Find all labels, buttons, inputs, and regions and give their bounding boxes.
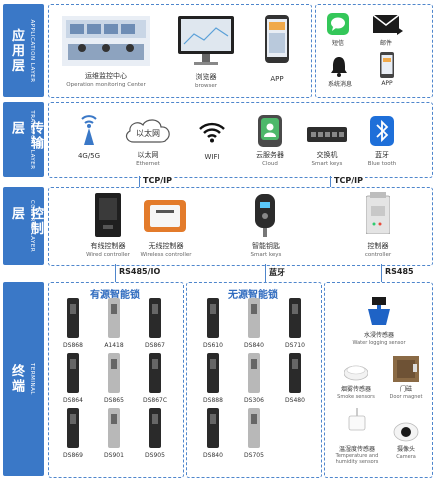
lock-model-label: DS306 <box>244 397 264 404</box>
ethernet-cloud-text: 以太网 <box>136 128 160 138</box>
lock-image <box>248 353 260 393</box>
connector-line-rs485io <box>115 264 116 282</box>
transport-layer-label: 传输层 TRANSPORT LAYER <box>3 102 44 177</box>
operation-center-image <box>62 16 150 66</box>
lock-model-label: DS864 <box>63 397 83 404</box>
browser-label: 浏览器 browser <box>194 73 217 89</box>
passive-locks-title: 无源智能锁 <box>228 290 278 301</box>
rs485-connector: RS485 <box>383 267 416 276</box>
connector-line-rs485 <box>381 264 382 282</box>
lock-model-label: DS480 <box>285 397 305 404</box>
lock-model-label: DS905 <box>145 452 165 459</box>
smart-key-image <box>255 194 275 237</box>
system-message-label: 系统消息 <box>327 81 352 88</box>
lock-image <box>108 298 120 338</box>
door-magnet-label: 门磁 Door magnet <box>389 386 423 400</box>
lock-image <box>108 408 120 448</box>
lock-image <box>289 353 301 393</box>
mail-label: 邮件 <box>379 40 392 47</box>
smoke-sensor-image <box>344 365 368 381</box>
sms-icon <box>327 13 349 35</box>
lock-model-label: DS868 <box>63 342 83 349</box>
control-layer-label: 控制层 CONTROL LAYER <box>3 187 44 265</box>
lock-image <box>67 408 79 448</box>
wireless-controller-label: 无线控制器 Wireless controller <box>140 242 192 258</box>
water-sensor-image <box>368 297 390 325</box>
bluetooth-label: 蓝牙 Blue tooth <box>367 151 397 167</box>
rs485-io-connector: RS485/IO <box>117 267 163 276</box>
lock-model-label: A1418 <box>104 342 124 349</box>
camera-image <box>393 422 419 442</box>
lock-model-label: DS840 <box>244 342 264 349</box>
mail-icon <box>373 14 403 35</box>
tcp-ip-connector-2: TCP/IP <box>332 176 365 185</box>
lock-model-label: DS869 <box>63 452 83 459</box>
switch-label: 交换机 Smart keys <box>311 151 343 167</box>
ethernet-cloud-icon: 以太网 <box>125 119 170 143</box>
bluetooth-connector: 蓝牙 <box>267 267 287 278</box>
lock-image <box>67 298 79 338</box>
bell-icon <box>331 57 347 77</box>
lock-image <box>149 353 161 393</box>
cloud-server-label: 云服务器 Cloud <box>256 151 284 167</box>
lock-image <box>207 353 219 393</box>
connector-line-bt <box>265 264 266 282</box>
signal-4g-icon <box>81 115 97 145</box>
door-magnet-image <box>393 356 419 382</box>
smoke-sensor-label: 烟雾传感器 Smoke sensors <box>337 386 375 400</box>
app-phone-small-image <box>380 52 394 78</box>
wifi-icon <box>199 122 225 143</box>
terminal-layer-label: 终端 TERMINAL <box>3 282 44 476</box>
lock-model-label: DS705 <box>244 452 264 459</box>
lock-model-label: DS610 <box>203 342 223 349</box>
lock-image <box>67 353 79 393</box>
app-label: APP <box>270 75 284 83</box>
lock-model-label: DS865 <box>104 397 124 404</box>
lock-model-label: DS867 <box>145 342 165 349</box>
water-sensor-label: 水浸传感器 Water logging sensor <box>352 332 406 346</box>
din-controller-image <box>366 192 390 234</box>
temp-humidity-sensor-image <box>348 408 366 431</box>
lock-image <box>248 298 260 338</box>
lock-model-label: DS901 <box>104 452 124 459</box>
lock-image <box>108 353 120 393</box>
cloud-server-icon <box>258 115 282 147</box>
lock-image <box>149 298 161 338</box>
application-layer-label: 应用层 APPLICATION LAYER <box>3 4 44 97</box>
lock-image <box>248 408 260 448</box>
lock-image <box>289 298 301 338</box>
transport-box <box>48 102 433 178</box>
smart-key-label: 智能钥匙 Smart keys <box>250 242 282 258</box>
lock-model-label: DS888 <box>203 397 223 404</box>
sms-label: 短信 <box>331 40 344 47</box>
connector-line-tcp2 <box>330 176 331 187</box>
lock-model-label: DS710 <box>285 342 305 349</box>
wired-controller-label: 有线控制器 Wired controller <box>86 242 130 258</box>
switch-icon <box>307 127 347 142</box>
bluetooth-icon <box>370 116 394 146</box>
app-phone-image <box>265 15 289 63</box>
lock-model-label: DS840 <box>203 452 223 459</box>
browser-monitor-image <box>178 16 234 65</box>
lock-image <box>207 298 219 338</box>
camera-label: 摄像头 Camera <box>396 446 416 460</box>
din-controller-label: 控制器 controller <box>364 242 392 258</box>
lock-model-label: DS867C <box>142 397 168 404</box>
app2-label: APP <box>381 80 393 87</box>
temp-humidity-sensor-label: 温湿度传感器 Temperature and humidity sensors <box>335 446 379 465</box>
g45-label: 4G/5G <box>77 152 101 160</box>
ethernet-label: 以太网 Ethernet <box>136 151 160 167</box>
operation-center-label: 运维监控中心 Operation monitoring Center <box>66 72 146 88</box>
wifi-label: WIFI <box>204 153 220 161</box>
wireless-controller-image <box>144 200 186 232</box>
connector-line-tcp1 <box>139 176 140 187</box>
wired-controller-image <box>95 193 121 237</box>
active-locks-title: 有源智能锁 <box>90 290 140 301</box>
lock-image <box>207 408 219 448</box>
lock-image <box>149 408 161 448</box>
tcp-ip-connector-1: TCP/IP <box>141 176 174 185</box>
